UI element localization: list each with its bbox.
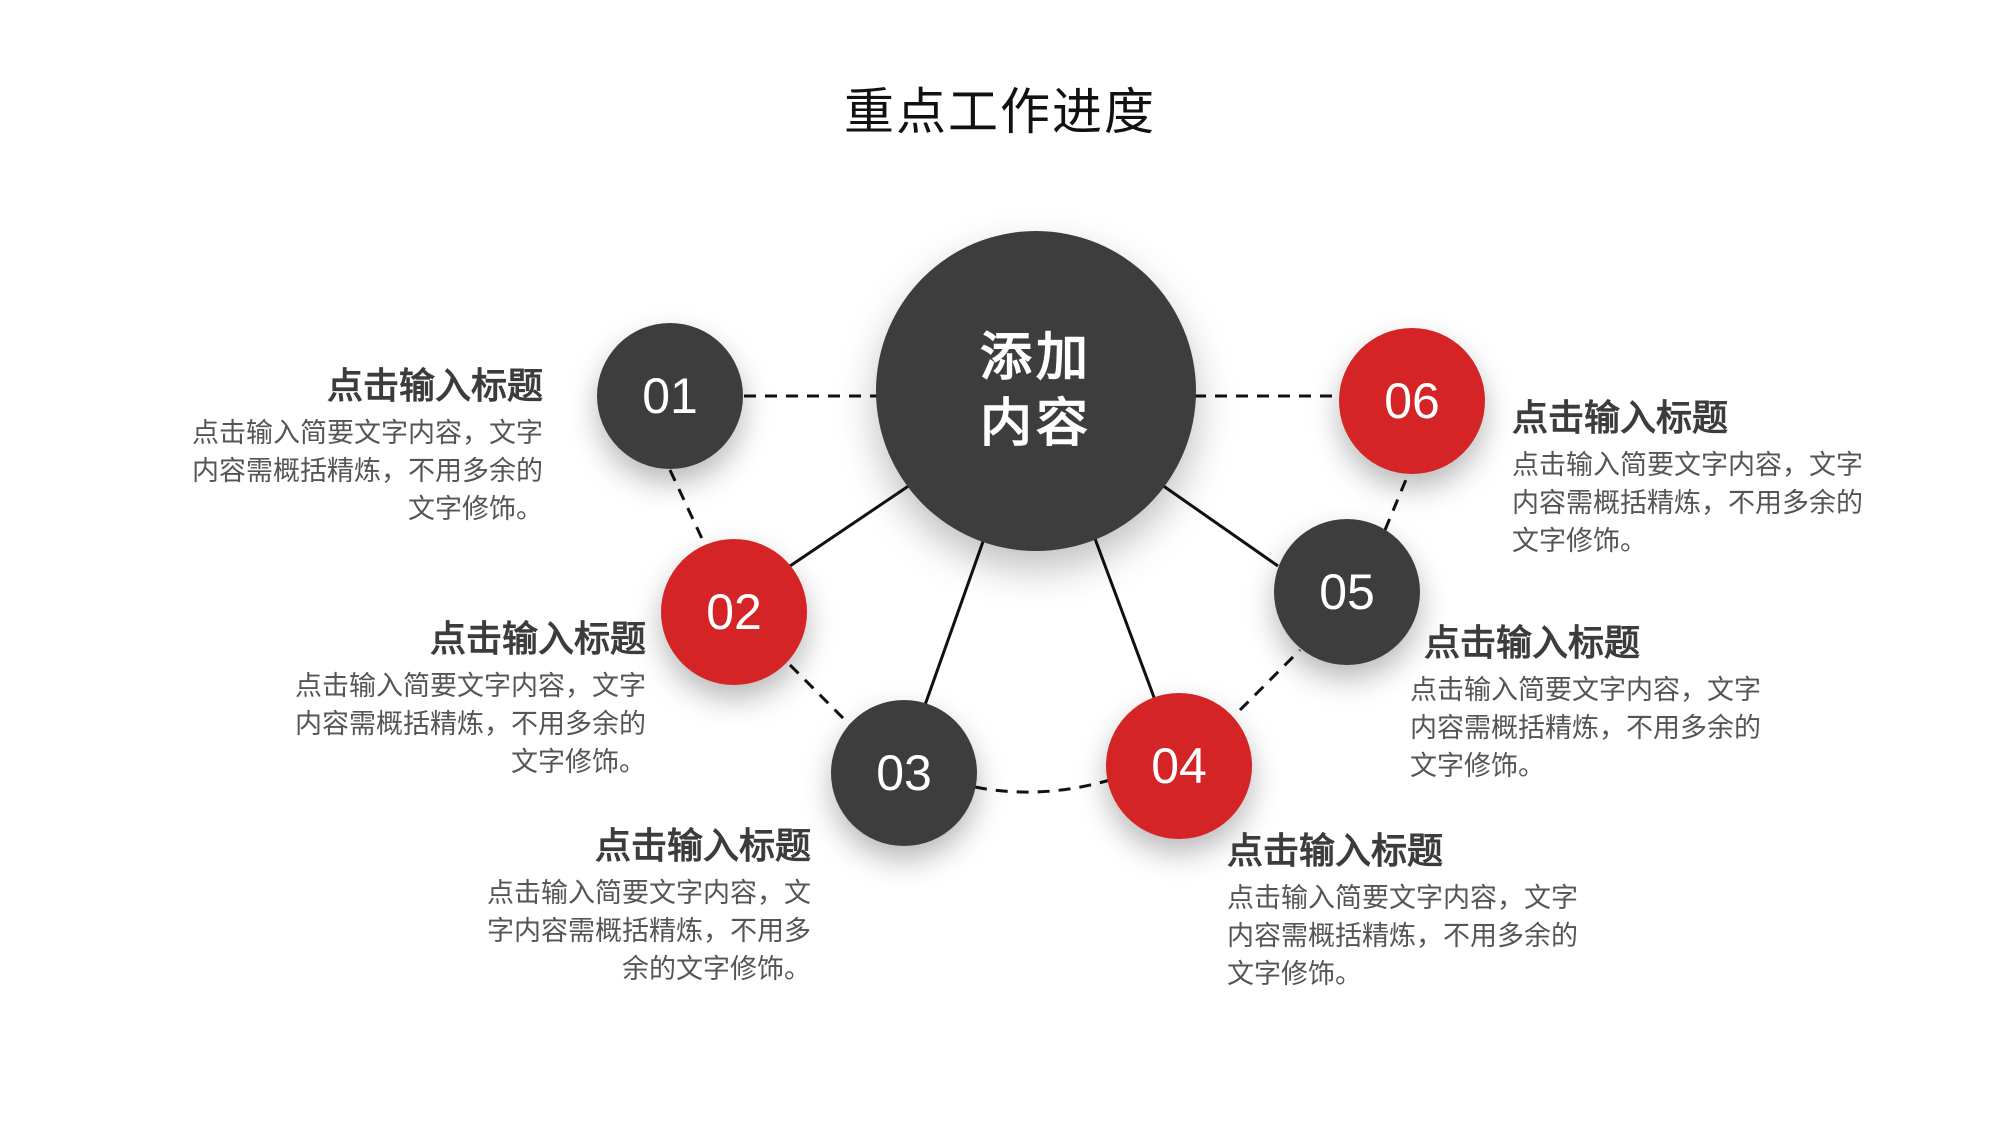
node-04-number: 04 [1151, 738, 1207, 794]
block-03-desc-line: 字内容需概括精炼，不用多 [487, 916, 811, 947]
node-06-number: 06 [1384, 373, 1440, 429]
block-02-heading[interactable]: 点击输入标题 [429, 619, 646, 660]
node-03-number: 03 [876, 745, 932, 801]
spoke-02 [789, 483, 911, 568]
block-05-desc-line: 文字修饰。 [1410, 751, 1545, 782]
block-04-desc-line: 点击输入简要文字内容，文字 [1227, 883, 1578, 914]
block-01-desc-line: 内容需概括精炼，不用多余的 [192, 456, 543, 487]
block-06-desc-line: 文字修饰。 [1512, 526, 1647, 557]
block-05-desc-line: 内容需概括精炼，不用多余的 [1410, 713, 1761, 744]
block-04-desc-line: 内容需概括精炼，不用多余的 [1227, 921, 1578, 952]
node-03[interactable]: 03 [831, 700, 977, 846]
block-04-heading[interactable]: 点击输入标题 [1227, 831, 1444, 872]
text-block-02: 点击输入标题 点击输入简要文字内容，文字 内容需概括精炼，不用多余的 文字修饰。 [246, 618, 646, 782]
block-01-desc-line: 点击输入简要文字内容，文字 [192, 418, 543, 449]
block-04-desc-line: 文字修饰。 [1227, 959, 1362, 990]
spoke-03 [923, 535, 987, 706]
block-01-heading[interactable]: 点击输入标题 [326, 366, 543, 407]
block-03-desc[interactable]: 点击输入简要文字内容，文 字内容需概括精炼，不用多 余的文字修饰。 [411, 875, 811, 989]
node-01-number: 01 [642, 368, 698, 424]
text-block-05: 点击输入标题 点击输入简要文字内容，文字 内容需概括精炼，不用多余的 文字修饰。 [1410, 622, 1810, 786]
dash-01-02 [668, 469, 707, 546]
block-02-desc-line: 内容需概括精炼，不用多余的 [295, 709, 646, 740]
dash-03-04 [974, 778, 1111, 794]
block-05-desc-line: 点击输入简要文字内容，文字 [1410, 675, 1761, 706]
block-06-desc-line: 点击输入简要文字内容，文字 [1512, 450, 1863, 481]
block-05-desc[interactable]: 点击输入简要文字内容，文字 内容需概括精炼，不用多余的 文字修饰。 [1410, 672, 1810, 786]
center-label-line-1: 添加 [979, 328, 1092, 388]
block-02-desc[interactable]: 点击输入简要文字内容，文字 内容需概括精炼，不用多余的 文字修饰。 [246, 668, 646, 782]
block-03-desc-line: 点击输入简要文字内容，文 [487, 878, 811, 909]
node-02-number: 02 [706, 584, 762, 640]
block-06-desc[interactable]: 点击输入简要文字内容，文字 内容需概括精炼，不用多余的 文字修饰。 [1512, 447, 1912, 561]
dash-05-06 [1383, 469, 1412, 531]
block-02-desc-line: 点击输入简要文字内容，文字 [295, 671, 646, 702]
node-01[interactable]: 01 [597, 323, 743, 469]
node-05[interactable]: 05 [1274, 519, 1420, 665]
block-01-desc[interactable]: 点击输入简要文字内容，文字 内容需概括精炼，不用多余的 文字修饰。 [143, 415, 543, 529]
block-06-desc-line: 内容需概括精炼，不用多余的 [1512, 488, 1863, 519]
node-05-number: 05 [1319, 564, 1375, 620]
block-04-desc[interactable]: 点击输入简要文字内容，文字 内容需概括精炼，不用多余的 文字修饰。 [1227, 880, 1627, 994]
block-06-heading[interactable]: 点击输入标题 [1512, 398, 1729, 439]
block-05-heading[interactable]: 点击输入标题 [1424, 623, 1641, 664]
dash-04-05 [1238, 648, 1302, 712]
node-04[interactable]: 04 [1106, 693, 1252, 839]
text-block-06: 点击输入标题 点击输入简要文字内容，文字 内容需概括精炼，不用多余的 文字修饰。 [1512, 397, 1912, 561]
block-01-desc-line: 文字修饰。 [408, 494, 543, 525]
node-06[interactable]: 06 [1339, 328, 1485, 474]
center-hub[interactable]: 添加 内容 [876, 231, 1196, 551]
spoke-05 [1161, 483, 1279, 568]
text-block-03: 点击输入标题 点击输入简要文字内容，文 字内容需概括精炼，不用多 余的文字修饰。 [411, 825, 811, 989]
spoke-04 [1092, 535, 1157, 701]
block-03-desc-line: 余的文字修饰。 [622, 954, 811, 985]
dash-02-03 [788, 663, 852, 727]
center-label-line-2: 内容 [979, 394, 1092, 454]
text-block-01: 点击输入标题 点击输入简要文字内容，文字 内容需概括精炼，不用多余的 文字修饰。 [143, 365, 543, 529]
block-03-heading[interactable]: 点击输入标题 [594, 826, 811, 867]
text-block-04: 点击输入标题 点击输入简要文字内容，文字 内容需概括精炼，不用多余的 文字修饰。 [1227, 830, 1627, 994]
page-title: 重点工作进度 [844, 83, 1156, 141]
block-02-desc-line: 文字修饰。 [511, 747, 646, 778]
node-02[interactable]: 02 [661, 539, 807, 685]
